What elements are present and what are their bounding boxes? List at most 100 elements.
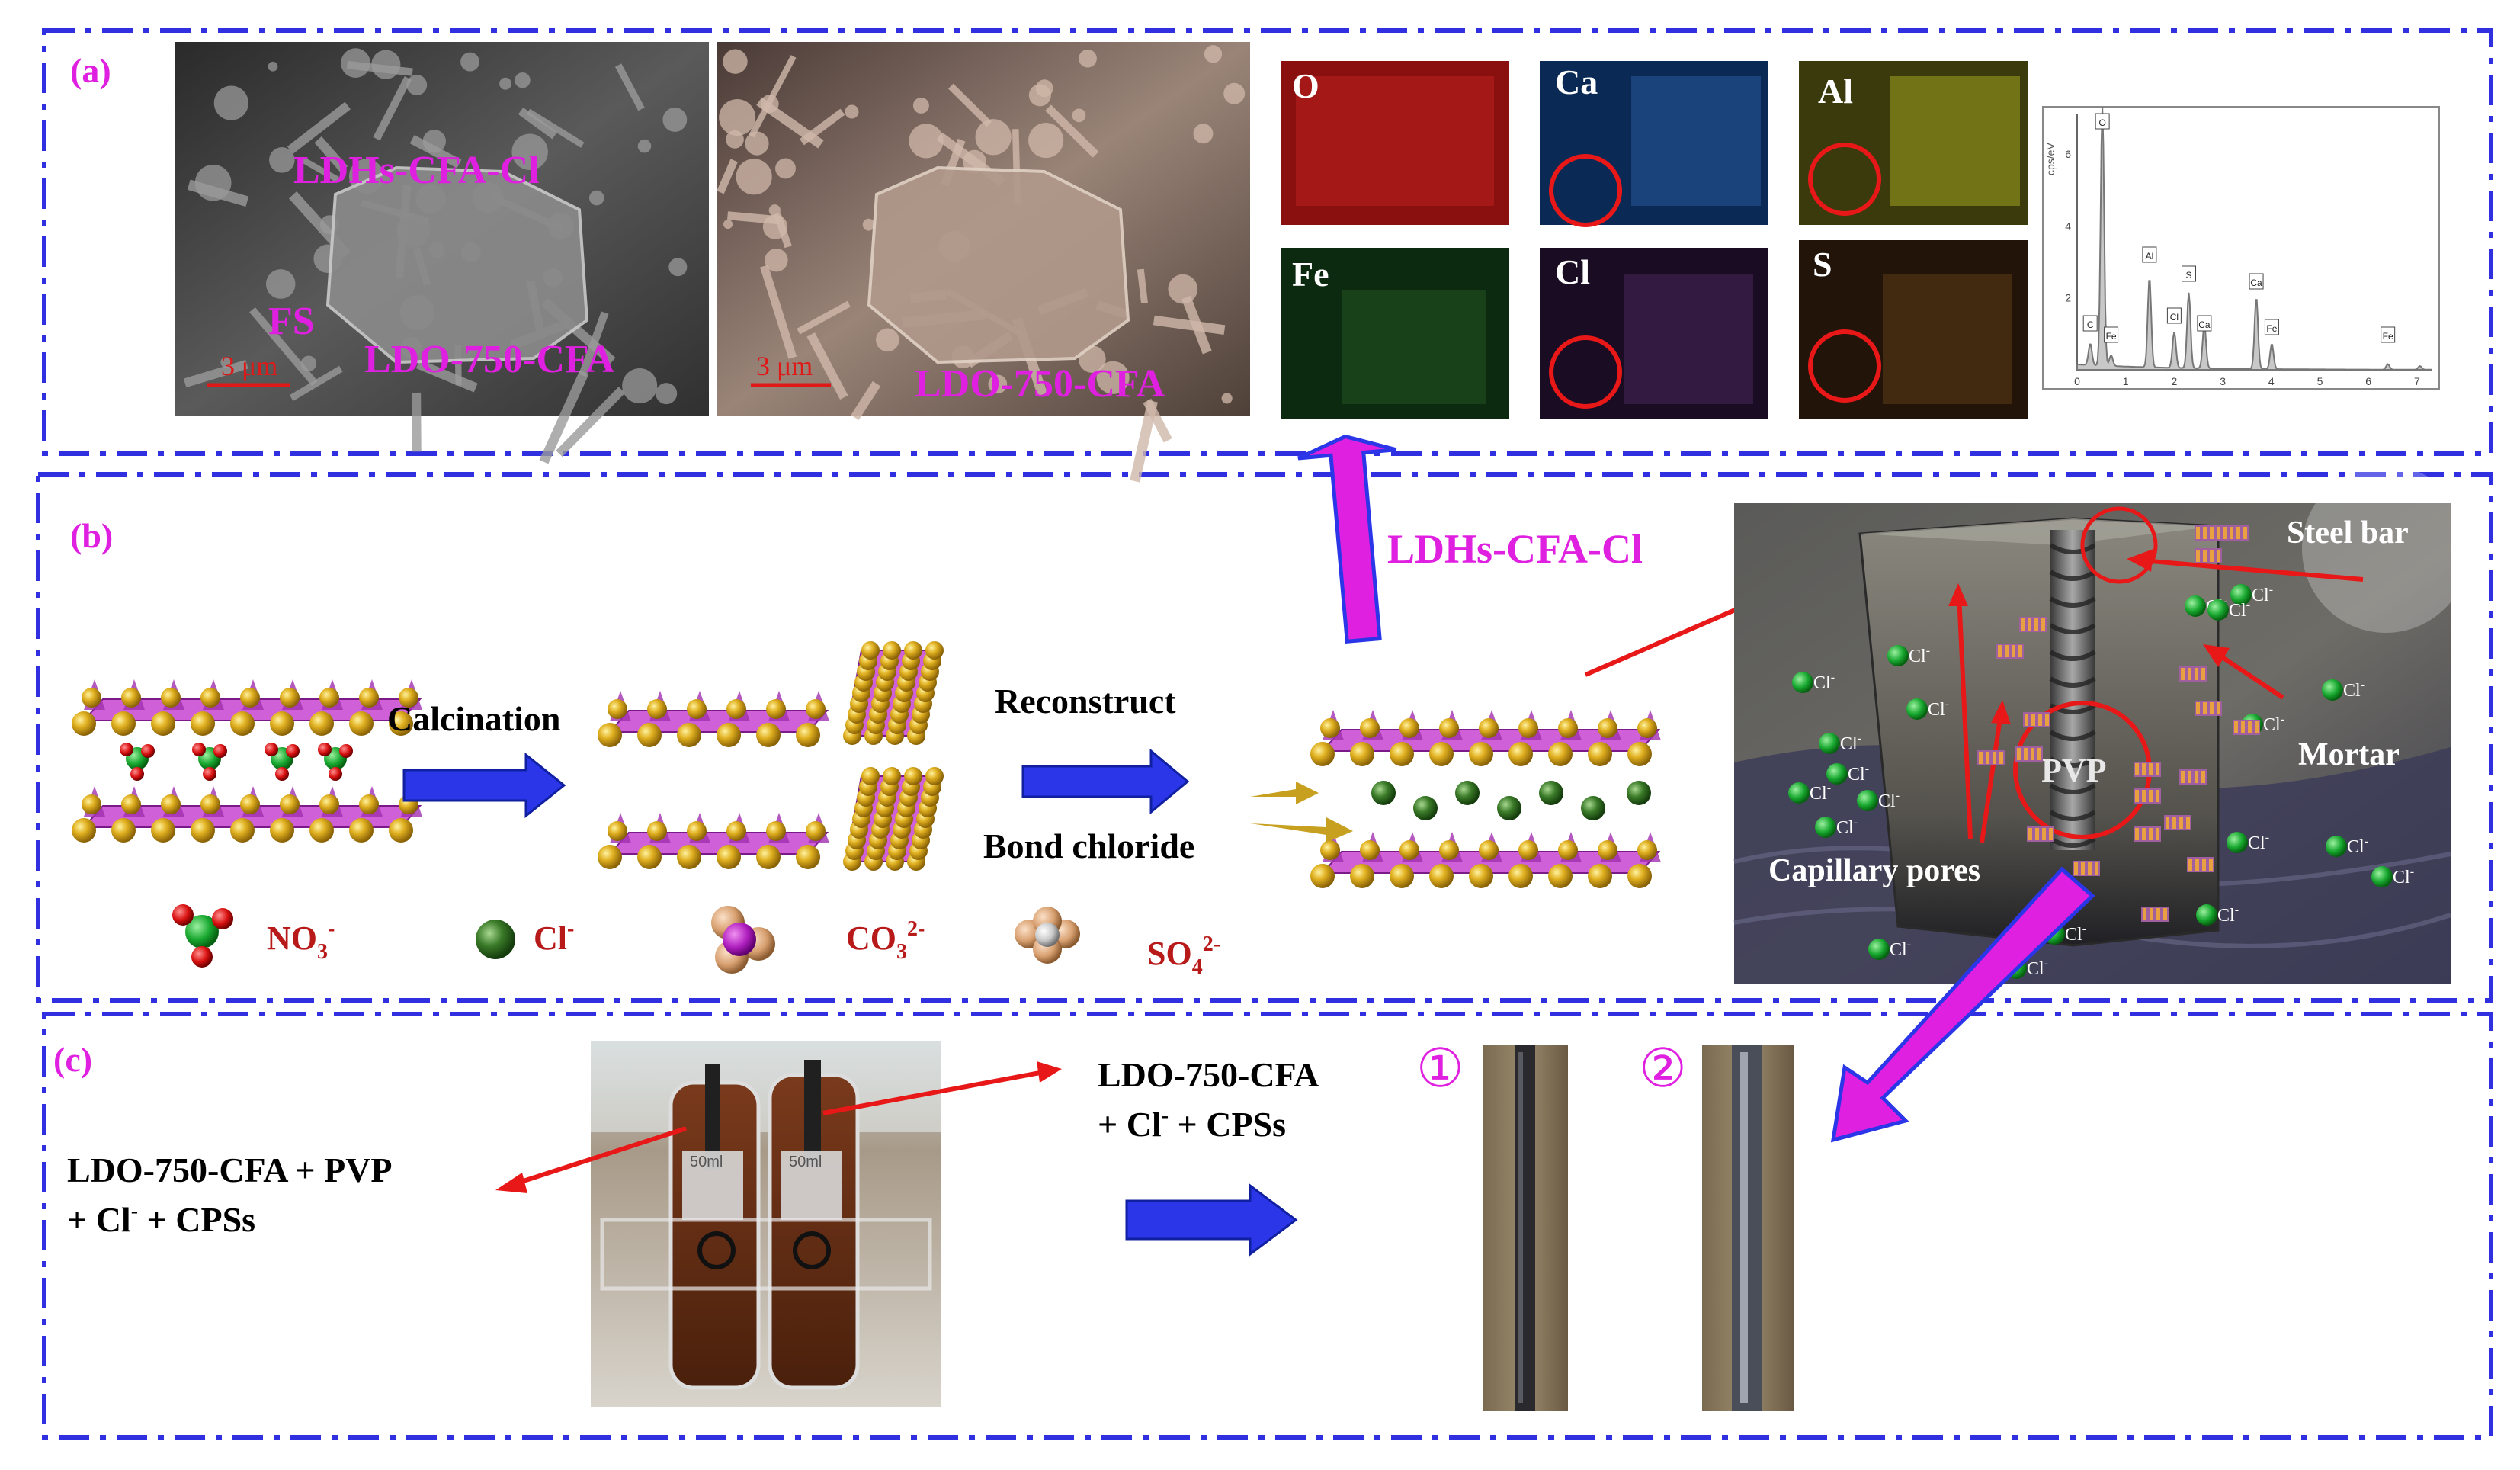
sem1-label-ldo: LDO-750-CFA — [364, 338, 615, 381]
chloride-ion — [1539, 781, 1563, 805]
spectrum-y-tick: 2 — [2065, 292, 2071, 304]
spectrum-peak-label: S — [2185, 270, 2191, 281]
panel-c-label: (c) — [53, 1040, 92, 1079]
ldh-particle — [2019, 617, 2047, 632]
spectrum-y-tick: 4 — [2065, 220, 2071, 232]
sem-image-2: LDO-750-CFA 3 μm — [717, 42, 1250, 483]
sem-image-1: LDHs-CFA-Cl FS LDO-750-CFA 3 μm — [175, 42, 709, 464]
steel-bar-sample-2 — [1702, 1045, 1794, 1411]
sem1-label-fs: FS — [268, 300, 315, 343]
spectrum-y-ticks: 246 — [2065, 148, 2071, 304]
red-circle-steel — [2080, 506, 2158, 584]
svg-text:Ca: Ca — [1555, 63, 1598, 101]
ldh-particle — [2141, 907, 2169, 922]
sem2-scale-label: 3 μm — [756, 351, 813, 381]
chloride-marker: Cl- — [1826, 762, 1869, 785]
steel-bar-sample-1 — [1483, 1045, 1568, 1411]
ldh-particle — [2195, 525, 2222, 541]
svg-text:O: O — [1292, 66, 1319, 105]
red-circle-marker — [1549, 335, 1622, 409]
eds-map-o: O — [1281, 61, 1509, 225]
ldh-particle — [2195, 701, 2222, 716]
ldh-particle — [2221, 525, 2249, 541]
mortar-label: Mortar — [2298, 737, 2400, 772]
ldh-particle — [1977, 750, 2005, 765]
chloride-marker: Cl- — [2371, 865, 2414, 887]
tube-mark-1: 50ml — [690, 1154, 723, 1170]
sample-1-label: ① — [1416, 1037, 1464, 1099]
blue-arrow-panel-c — [1125, 1183, 1298, 1257]
spectrum-x-tick: 6 — [2365, 375, 2371, 387]
ldh-layer — [72, 679, 422, 736]
ldh-particle — [2195, 548, 2222, 563]
step-bond-chloride: Bond chloride — [983, 826, 1194, 865]
red-circle-marker — [1808, 329, 1881, 403]
ldh-particle — [2027, 826, 2054, 842]
chloride-ion — [1455, 781, 1480, 805]
chloride-marker: Cl- — [1857, 789, 1900, 811]
ldh-layer-structures — [72, 641, 1661, 888]
ldh-particle — [2187, 857, 2214, 872]
left-mixture-line1: LDO-750-CFA + PVP — [67, 1151, 393, 1189]
spectrum-peak-label: Fe — [2266, 323, 2277, 334]
spectrum-x-tick: 1 — [2123, 375, 2129, 387]
spectrum-x-tick: 0 — [2074, 375, 2080, 387]
ldh-particles-in-mortar — [1977, 525, 2260, 922]
spectrum-axis-label: cps/eV — [2044, 143, 2057, 175]
spectrum-peak-label: Ca — [2198, 319, 2211, 330]
spectrum-peak-label: Ca — [2250, 278, 2262, 288]
chloride-marker: Cl- — [2196, 904, 2239, 926]
ion-label-so4: SO42- — [1147, 932, 1220, 979]
chloride-marker: Cl- — [1788, 782, 1831, 804]
ldh-particle — [2134, 762, 2161, 777]
spectrum-x-tick: 2 — [2171, 375, 2177, 387]
blue-arrow-reconstruct — [1021, 748, 1190, 815]
svg-text:S: S — [1813, 245, 1832, 284]
ldh-layer — [72, 786, 422, 843]
chloride-ion — [1371, 781, 1396, 805]
chloride-marker: Cl- — [2227, 831, 2269, 853]
spectrum-line — [2076, 107, 2432, 371]
mortar-scene: PVP Steel bar Mortar Capillary pores Cl-… — [1733, 465, 2470, 984]
ldh-layer — [598, 813, 829, 869]
chloride-marker: Cl- — [1792, 671, 1835, 693]
chloride-ion — [1497, 796, 1521, 820]
svg-text:Al: Al — [1818, 72, 1853, 111]
ldh-particle — [2179, 666, 2207, 682]
chloride-marker: Cl- — [1815, 816, 1858, 838]
ldh-layer — [598, 691, 829, 747]
ldh-layer — [1310, 710, 1661, 766]
eds-map-fe: Fe — [1281, 248, 1509, 419]
chloride-marker: Cl- — [2207, 599, 2250, 621]
steel-bar-label: Steel bar — [2287, 515, 2409, 550]
chloride-marker: Cl- — [2322, 679, 2365, 701]
spectrum-x-tick: 7 — [2414, 375, 2420, 387]
ion-label-cl: Cl- — [534, 917, 574, 957]
ldh-layer-vertical — [843, 641, 944, 745]
sulfate-icon — [1015, 907, 1080, 964]
chloride-marker: Cl- — [1868, 938, 1911, 960]
ldh-particle — [2073, 861, 2100, 876]
ldh-particle — [2134, 788, 2161, 804]
step-reconstruct: Reconstruct — [995, 682, 1176, 721]
sample-2-label: ② — [1639, 1037, 1687, 1099]
svg-text:Cl-: Cl- — [2393, 865, 2414, 887]
spectrum-x-tick: 3 — [2220, 375, 2226, 387]
chloride-marker: Cl- — [2326, 835, 2368, 857]
svg-text:Cl: Cl — [1555, 252, 1590, 291]
sem2-label-ldo: LDO-750-CFA — [915, 362, 1165, 406]
panel-b-frame — [36, 472, 2493, 1003]
sem1-label-ldhs: LDHs-CFA-Cl — [293, 149, 540, 192]
chloride-ion — [1627, 781, 1651, 805]
magenta-arrow-down — [1830, 866, 2095, 1143]
ion-legend: NO3- Cl- CO32- SO42- — [172, 904, 1220, 979]
ldhs-cfa-cl-label: LDHs-CFA-Cl — [1387, 526, 1643, 572]
carbonate-icon — [711, 906, 775, 974]
ldh-particle — [2015, 746, 2043, 762]
spectrum-peak-label: Fe — [2106, 331, 2117, 342]
sem1-scale-label: 3 μm — [221, 351, 277, 381]
spectrum-peak-label: O — [2098, 117, 2105, 128]
ldh-particle — [2023, 712, 2050, 727]
